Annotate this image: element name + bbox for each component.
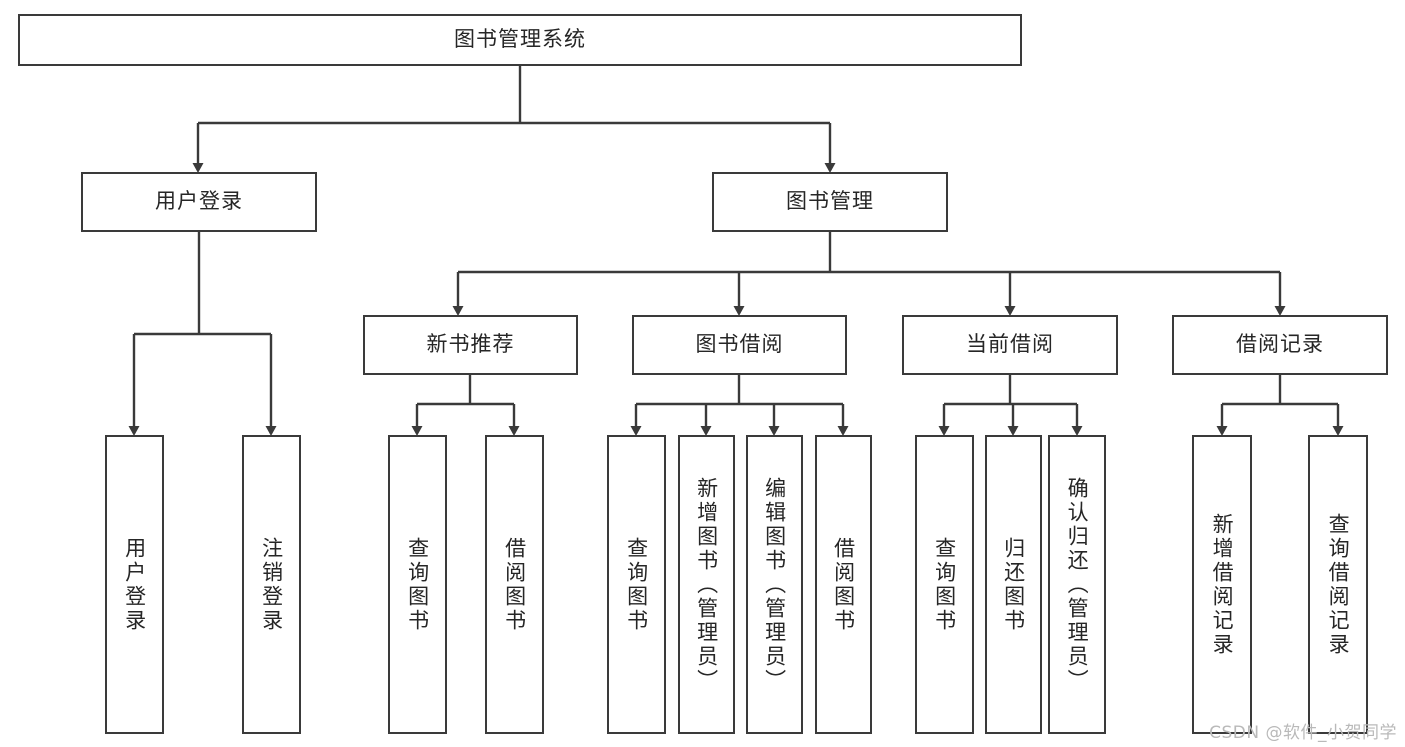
leaf-label: 新增借阅记录 — [1210, 512, 1235, 657]
leaf-borrow-book-newbook[interactable]: 借阅图书 — [485, 435, 544, 734]
leaf-add-book-admin[interactable]: 新增图书（管理员） — [678, 435, 735, 734]
node-book-borrow[interactable]: 图书借阅 — [632, 315, 847, 375]
leaf-label: 确认归还（管理员） — [1065, 476, 1090, 693]
leaf-label: 用户登录 — [122, 536, 147, 633]
leaf-query-book-current[interactable]: 查询图书 — [915, 435, 974, 734]
leaf-label: 借阅图书 — [502, 536, 527, 633]
leaf-label: 借阅图书 — [831, 536, 856, 633]
leaf-label: 编辑图书（管理员） — [762, 476, 787, 693]
node-new-book-recommend[interactable]: 新书推荐 — [363, 315, 578, 375]
leaf-user-login[interactable]: 用户登录 — [105, 435, 164, 734]
leaf-label: 新增图书（管理员） — [694, 476, 719, 693]
leaf-label: 查询借阅记录 — [1326, 512, 1351, 657]
leaf-label: 归还图书 — [1001, 536, 1026, 633]
leaf-label: 查询图书 — [624, 536, 649, 633]
node-root-system[interactable]: 图书管理系统 — [18, 14, 1022, 66]
leaf-label: 查询图书 — [405, 536, 430, 633]
node-borrow-record[interactable]: 借阅记录 — [1172, 315, 1388, 375]
node-user-login[interactable]: 用户登录 — [81, 172, 317, 232]
leaf-label: 注销登录 — [259, 536, 284, 633]
leaf-label: 查询图书 — [932, 536, 957, 633]
leaf-add-borrow-record[interactable]: 新增借阅记录 — [1192, 435, 1252, 734]
leaf-query-book-newbook[interactable]: 查询图书 — [388, 435, 447, 734]
leaf-logout[interactable]: 注销登录 — [242, 435, 301, 734]
leaf-query-borrow-record[interactable]: 查询借阅记录 — [1308, 435, 1368, 734]
leaf-edit-book-admin[interactable]: 编辑图书（管理员） — [746, 435, 803, 734]
leaf-confirm-return-admin[interactable]: 确认归还（管理员） — [1048, 435, 1106, 734]
leaf-query-book-borrow[interactable]: 查询图书 — [607, 435, 666, 734]
leaf-borrow-book-borrow[interactable]: 借阅图书 — [815, 435, 872, 734]
node-current-borrow[interactable]: 当前借阅 — [902, 315, 1118, 375]
watermark-text: CSDN @软件_小贺同学 — [1209, 723, 1397, 743]
leaf-return-book[interactable]: 归还图书 — [985, 435, 1042, 734]
node-book-management[interactable]: 图书管理 — [712, 172, 948, 232]
